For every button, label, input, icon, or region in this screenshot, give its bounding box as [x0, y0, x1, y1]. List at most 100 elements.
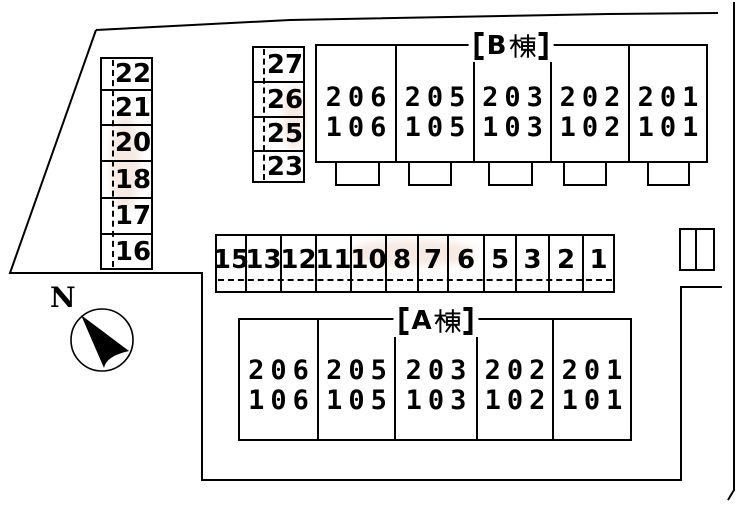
- parking-number: 6: [456, 244, 476, 275]
- building-a-title: 【A棟】 A: [393, 304, 479, 337]
- room-number-lower: 103: [405, 385, 473, 416]
- kanji-tou-icon: [434, 308, 461, 333]
- unit-b-201-101: 201 101: [628, 46, 706, 161]
- parking-space-17: 17: [102, 197, 151, 233]
- parking-number: 10: [350, 244, 387, 275]
- dashed-line: [112, 60, 114, 267]
- right-lenticular-bracket-icon: [463, 306, 473, 335]
- parking-number: 5: [490, 244, 510, 275]
- parking-space-20: 20: [102, 124, 151, 160]
- room-number-upper: 201: [561, 355, 629, 386]
- room-number-lower: 105: [404, 112, 472, 143]
- parking-space-6: 6: [447, 236, 483, 291]
- parking-number: 22: [114, 59, 152, 89]
- unit-a-202-102: 202 102: [476, 320, 552, 439]
- room-number-upper: 206: [325, 82, 393, 113]
- parking-number: 16: [114, 236, 152, 267]
- parking-space-23: 23: [254, 150, 304, 182]
- parking-space-21: 21: [102, 89, 151, 124]
- room-number-upper: 205: [326, 355, 393, 386]
- room-number-lower: 101: [637, 112, 705, 143]
- unit-b-205-105: 205 105: [395, 46, 473, 161]
- room-number-lower: 106: [248, 385, 315, 416]
- double-box-divider: [681, 230, 697, 269]
- room-number-upper: 206: [248, 355, 315, 386]
- building-letter: A: [411, 305, 432, 336]
- parking-number: 3: [523, 244, 542, 275]
- room-number-upper: 201: [637, 82, 705, 113]
- parking-row-center: 15 13 12 11 10 8 7 6 5 3 2 1: [213, 234, 615, 293]
- parking-space-7: 7: [417, 236, 447, 291]
- parking-space-10: 10: [350, 236, 387, 291]
- parking-column-upper-middle: 27 26 25 23: [252, 46, 305, 183]
- parking-column-left: 22 21 20 18 17 16: [100, 57, 153, 270]
- parking-space-3: 3: [515, 236, 548, 291]
- scan-smudge: [350, 240, 475, 266]
- parking-number: 25: [266, 119, 304, 149]
- parking-number: 17: [114, 201, 152, 231]
- parking-number: 18: [114, 164, 152, 195]
- parking-space-18: 18: [102, 160, 151, 197]
- parking-space-16: 16: [102, 233, 151, 268]
- parking-number: 1: [589, 244, 608, 275]
- boundary-left-bottom-line: [8, 29, 722, 481]
- unit-a-201-101: 201 101: [552, 320, 630, 439]
- left-lenticular-bracket-icon: [399, 306, 409, 335]
- right-lenticular-bracket-icon: [538, 31, 548, 60]
- room-number-upper: 205: [404, 82, 472, 113]
- unit-b-203-103: 203 103: [473, 46, 550, 161]
- building-letter: B: [486, 30, 507, 61]
- small-double-box: [679, 228, 715, 271]
- dashed-line: [263, 49, 265, 180]
- parking-space-26: 26: [254, 81, 303, 116]
- parking-space-1: 1: [582, 236, 613, 291]
- left-lenticular-bracket-icon: [474, 31, 484, 60]
- dashed-line: [218, 279, 612, 281]
- parking-number: 23: [266, 151, 304, 182]
- room-number-lower: 103: [482, 112, 549, 143]
- parking-number: 2: [556, 244, 576, 275]
- parking-number: 12: [280, 244, 317, 275]
- parking-space-2: 2: [548, 236, 582, 291]
- building-a: 206 106 205 105 203 103 202 102 201 101: [238, 318, 632, 441]
- parking-number: 8: [392, 244, 412, 275]
- unit-a-203-103: 203 103: [394, 320, 476, 439]
- room-number-lower: 106: [325, 112, 393, 143]
- parking-space-22: 22: [102, 59, 151, 89]
- parking-space-25: 25: [254, 116, 303, 150]
- parking-number: 26: [266, 84, 304, 115]
- parking-number: 13: [245, 244, 282, 275]
- parking-space-13: 13: [245, 236, 282, 291]
- parking-number: 15: [212, 244, 250, 275]
- porch: [563, 163, 607, 186]
- porch: [408, 163, 452, 186]
- north-label: N: [50, 281, 76, 314]
- room-number-upper: 202: [559, 82, 627, 113]
- parking-space-11: 11: [315, 236, 352, 291]
- kanji-tou-icon: [509, 33, 536, 58]
- parking-number: 7: [423, 244, 443, 275]
- boundary-right-line: [727, 2, 735, 501]
- compass-circle: [70, 308, 134, 372]
- room-number-upper: 202: [484, 355, 552, 386]
- building-b: 206 106 205 105 203 103 202 102 201 101: [315, 44, 708, 163]
- room-number-lower: 102: [484, 385, 552, 416]
- parking-space-12: 12: [280, 236, 317, 291]
- parking-space-15: 15: [213, 236, 249, 291]
- porch: [488, 163, 533, 186]
- unit-b-206-106: 206 106: [317, 46, 395, 161]
- parking-number: 20: [114, 128, 152, 158]
- parking-space-5: 5: [483, 236, 515, 291]
- scan-smudge: [110, 115, 140, 210]
- building-b-title: 【B棟】 B: [468, 29, 554, 62]
- porch: [335, 163, 380, 186]
- parking-number: 11: [315, 244, 352, 275]
- room-number-lower: 102: [559, 112, 627, 143]
- parking-space-8: 8: [385, 236, 417, 291]
- room-number-upper: 203: [482, 82, 549, 113]
- porch: [647, 163, 690, 186]
- compass-needle-icon: [81, 315, 129, 368]
- room-number-upper: 203: [405, 355, 473, 386]
